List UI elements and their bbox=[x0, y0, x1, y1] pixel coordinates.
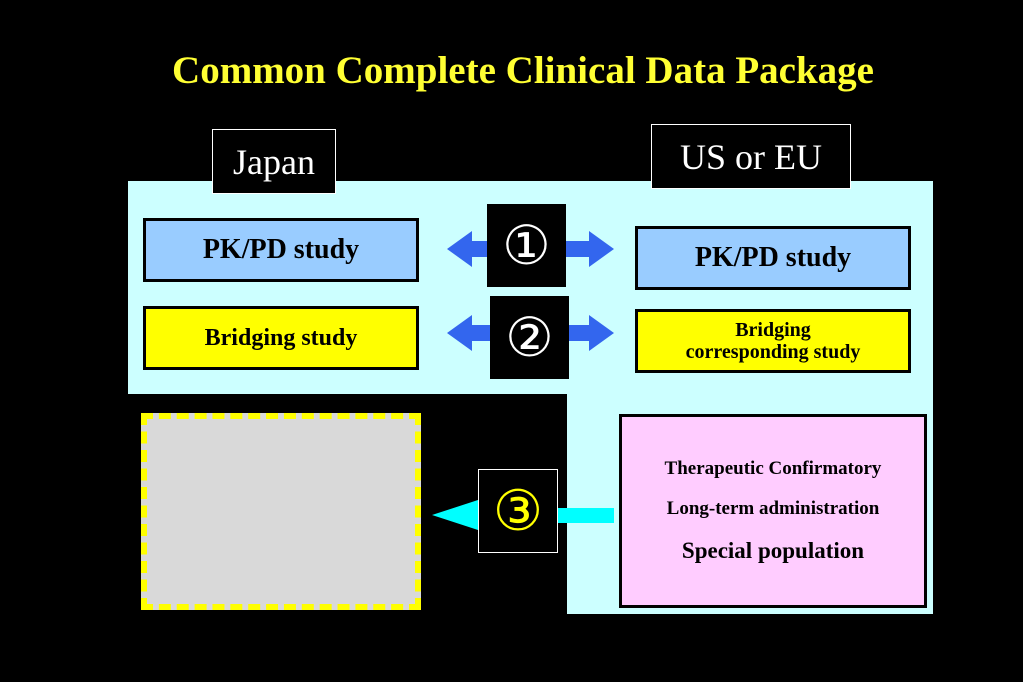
arrow-3-shaft bbox=[558, 508, 614, 523]
arrow-1-left bbox=[447, 231, 492, 267]
bridging-line-2: corresponding study bbox=[685, 341, 861, 363]
page-title: Common Complete Clinical Data Package bbox=[172, 49, 874, 92]
us-eu-pkpd-box: PK/PD study bbox=[635, 226, 911, 290]
arrow-2-left bbox=[447, 315, 492, 351]
special-population-text: Special population bbox=[681, 538, 865, 563]
bridging-line-1: Bridging bbox=[735, 319, 811, 341]
us-eu-label: US or EU bbox=[651, 124, 851, 189]
us-eu-bridging-box: Bridging corresponding study bbox=[635, 309, 911, 373]
therapeutic-confirmatory-text: Therapeutic Confirmatory bbox=[664, 458, 882, 479]
marker-one: ① bbox=[487, 204, 566, 287]
long-term-text: Long-term administration bbox=[666, 498, 880, 519]
japan-pkpd-box: PK/PD study bbox=[143, 218, 419, 282]
confirmatory-box: Therapeutic Confirmatory Long-term admin… bbox=[619, 414, 927, 608]
marker-three: ③ bbox=[478, 469, 558, 553]
arrow-1-right bbox=[566, 231, 614, 267]
japan-empty-placeholder bbox=[141, 413, 421, 610]
arrow-3-left-head bbox=[432, 500, 478, 530]
japan-label: Japan bbox=[212, 129, 336, 194]
marker-two: ② bbox=[490, 296, 569, 379]
arrow-2-right bbox=[569, 315, 614, 351]
japan-bridging-box: Bridging study bbox=[143, 306, 419, 370]
